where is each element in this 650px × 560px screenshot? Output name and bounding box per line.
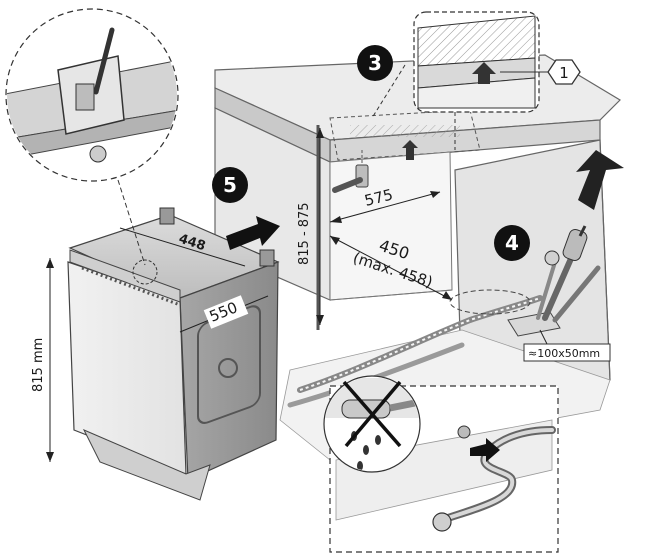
dishwasher-base (82, 428, 211, 501)
cabinet-height-dimension: 815 - 875 (297, 128, 324, 325)
step-badge-5: 5 (212, 167, 248, 203)
cabinet-height-label: 815 - 875 (297, 202, 312, 265)
arrow-right-icon (470, 438, 500, 462)
bracket-detail-inset (5, 8, 179, 285)
step-4-label: 4 (505, 231, 519, 255)
mounting-strip (329, 109, 481, 161)
supply-hose (297, 295, 543, 393)
lift-arrow (576, 150, 624, 210)
arrow-up-icon (402, 140, 418, 160)
dishwasher-side (179, 261, 279, 481)
step-3-label: 3 (368, 51, 382, 75)
arrow-up-icon (576, 150, 624, 210)
cutout-size-label: ≈100x50mm (528, 347, 600, 360)
callout-1: 1 (547, 59, 581, 85)
step-5-label: 5 (223, 173, 237, 197)
no-drip-inset (323, 375, 421, 473)
mounting-hook (332, 140, 418, 193)
callout-1-label: 1 (559, 64, 569, 82)
dishwasher (67, 207, 280, 501)
arrow-up-icon (472, 62, 496, 84)
recess-depth-dimension: 575 (329, 185, 441, 223)
mounting-strip-hatch (350, 125, 460, 137)
worktop-detail-inset (371, 11, 548, 150)
arrow-right-icon (226, 216, 280, 250)
step-badge-4: 4 (494, 225, 530, 261)
step-badge-3: 3 (357, 45, 393, 81)
appliance-height-label: 815 mm (31, 338, 46, 392)
hose-bundle (536, 225, 601, 323)
crossed-out-icon (342, 380, 402, 448)
dishwasher-control-strip (69, 249, 181, 303)
appliance-height-dimension: 815 mm (31, 258, 54, 462)
